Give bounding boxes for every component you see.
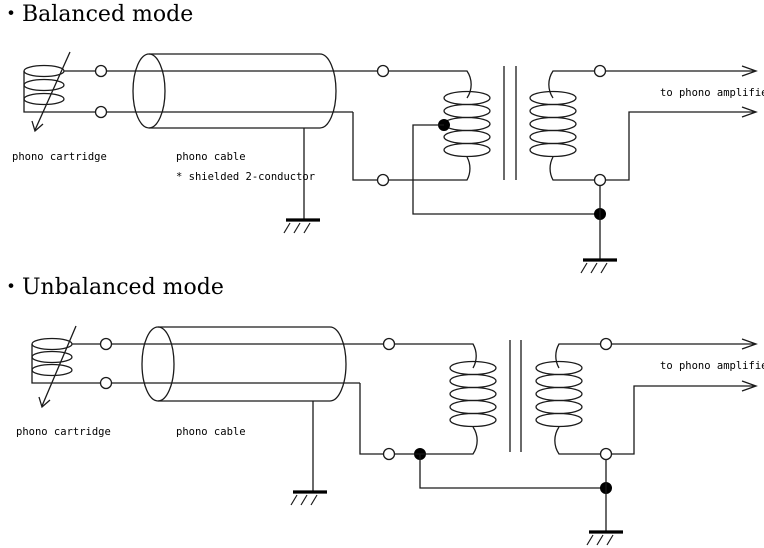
amp-label-unbalanced: to phono amplifier (660, 360, 764, 372)
amp-label-balanced: to phono amplifier (660, 87, 764, 99)
stylus-arrow-icon (31, 51, 71, 133)
primary-coil-balanced (389, 70, 491, 181)
unbalanced-title: ・Unbalanced mode (0, 275, 224, 300)
transformer-in-cold (382, 447, 396, 461)
ground-link-wire (419, 454, 606, 489)
center-tap-wire (412, 124, 600, 215)
unbalanced-section: ・Unbalanced mode (0, 275, 764, 547)
cartridge-terminal-hot (94, 64, 108, 78)
cable-ground-unbalanced (289, 490, 329, 507)
output-wires-balanced (599, 65, 758, 260)
cartridge-terminal-cold (99, 376, 113, 390)
cartridge-terminal-cold (94, 105, 108, 119)
transformer-in-hot (376, 64, 390, 78)
secondary-coil-unbalanced (535, 343, 606, 455)
transformer-in-hot (382, 337, 396, 351)
transformer-in-cold (376, 173, 390, 187)
cartridge-terminal-hot (99, 337, 113, 351)
cartridge-coil-balanced (23, 64, 100, 113)
cartridge-label-balanced: phono cartridge (12, 151, 107, 163)
cartridge-label-unbalanced: phono cartridge (16, 426, 111, 438)
primary-coil-unbalanced (395, 343, 497, 455)
phono-cable-shield (141, 326, 347, 402)
cartridge-coil-unbalanced (31, 337, 101, 384)
secondary-out-cold (593, 173, 607, 187)
secondary-out-cold (599, 447, 613, 461)
secondary-coil-balanced (529, 70, 600, 181)
phono-cable-shield (132, 53, 337, 129)
secondary-out-hot (593, 64, 607, 78)
amp-ground-balanced (579, 258, 619, 275)
signal-wires-balanced (107, 70, 377, 220)
cable-label-unbalanced: phono cable (176, 426, 246, 438)
cable-ground-balanced (282, 218, 322, 235)
balanced-section: ・Balanced mode (0, 2, 764, 275)
secondary-out-hot (599, 337, 613, 351)
transformer-core-balanced (503, 66, 517, 180)
cable-note-balanced: * shielded 2-conductor (176, 171, 315, 183)
signal-wires-unbalanced (112, 343, 383, 492)
cable-label-balanced: phono cable (176, 151, 246, 163)
amp-ground-unbalanced (585, 530, 625, 547)
stylus-arrow-icon (38, 325, 77, 409)
transformer-core-unbalanced (509, 340, 522, 452)
output-wires-unbalanced (605, 338, 758, 532)
balanced-title: ・Balanced mode (0, 2, 193, 27)
